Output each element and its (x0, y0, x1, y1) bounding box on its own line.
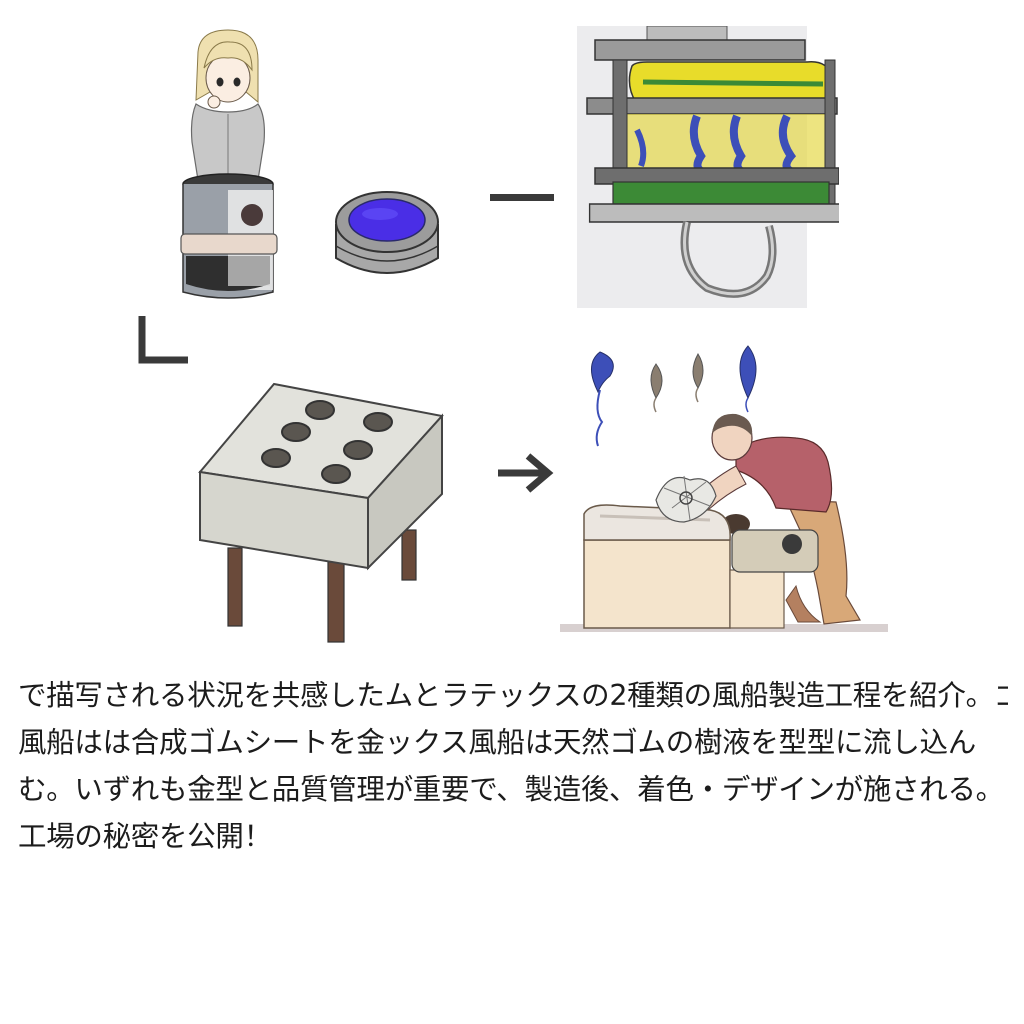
dye-dish-illustration (335, 191, 439, 274)
rubber-press-machine-illustration (577, 26, 839, 308)
dash-connector (490, 194, 554, 201)
balloon-mold-table-illustration (198, 382, 444, 643)
right-arrow (498, 453, 554, 493)
caption-line-1: で描写される状況を共感したムとラテックスの2種類の風船製造工程を紹介。ゴム (18, 679, 1008, 712)
caption-line-4: 工場の秘密を公開！ (18, 820, 272, 853)
caption-line-2: 風船はは合成ゴムシートを金ックス風船は天然ゴムの樹液を型型に流し込ん (18, 726, 976, 759)
girl-on-container-illustration (180, 29, 278, 299)
worker-at-bench-illustration (560, 413, 888, 632)
caption-text-block: で描写される状況を共感したムとラテックスの2種類の風船製造工程を紹介。ゴム 風船… (18, 672, 1008, 860)
caption-line-3: む。いずれも金型と品質管理が重要で、製造後、着色・デザインが施される。 (18, 773, 1004, 806)
corner-connector (138, 316, 188, 364)
floating-balloons-illustration (591, 345, 757, 447)
